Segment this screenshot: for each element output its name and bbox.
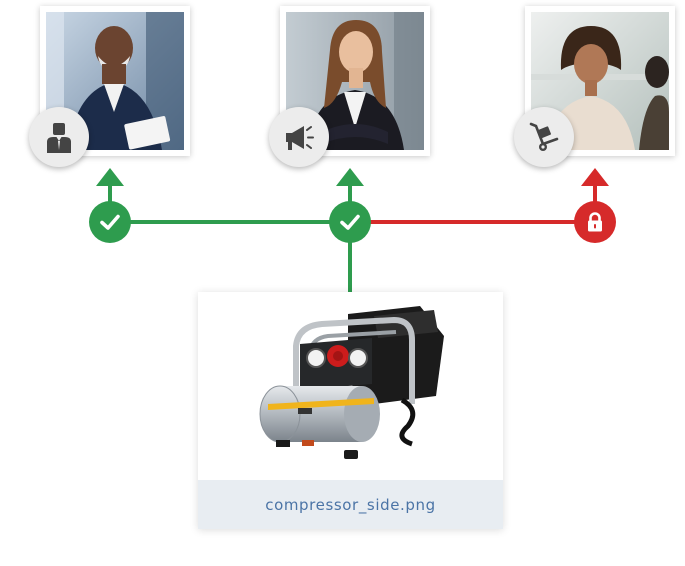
megaphone-icon bbox=[286, 126, 314, 150]
manager-icon bbox=[47, 123, 71, 153]
role-badge-2 bbox=[269, 107, 329, 167]
arrow-up-icon bbox=[336, 168, 364, 186]
horizontal-connector-granted bbox=[110, 220, 350, 224]
vertical-connector-person-2 bbox=[348, 184, 352, 204]
person-photo-card-2 bbox=[280, 6, 430, 156]
person-photo bbox=[531, 12, 669, 150]
arrow-up-icon bbox=[96, 168, 124, 186]
access-locked-node bbox=[574, 201, 616, 243]
arrow-up-icon bbox=[581, 168, 609, 186]
file-name-label: compressor_side.png bbox=[265, 495, 436, 514]
checkmark-icon bbox=[340, 214, 360, 230]
vertical-connector-person-3 bbox=[593, 184, 597, 204]
file-name-bar: compressor_side.png bbox=[198, 480, 503, 529]
asset-preview bbox=[198, 292, 503, 480]
person-photo bbox=[46, 12, 184, 150]
role-badge-1 bbox=[29, 107, 89, 167]
vertical-connector-person-1 bbox=[108, 184, 112, 204]
access-granted-node-2 bbox=[329, 201, 371, 243]
asset-file-card: compressor_side.png bbox=[198, 292, 503, 529]
person-photo-card-1 bbox=[40, 6, 190, 156]
role-badge-3 bbox=[514, 107, 574, 167]
hand-truck-icon bbox=[529, 122, 559, 151]
vertical-connector-asset bbox=[348, 222, 352, 294]
air-compressor-image bbox=[259, 306, 444, 459]
horizontal-connector-locked bbox=[350, 220, 595, 224]
lock-icon bbox=[588, 212, 602, 232]
checkmark-icon bbox=[100, 214, 120, 230]
access-granted-node-1 bbox=[89, 201, 131, 243]
